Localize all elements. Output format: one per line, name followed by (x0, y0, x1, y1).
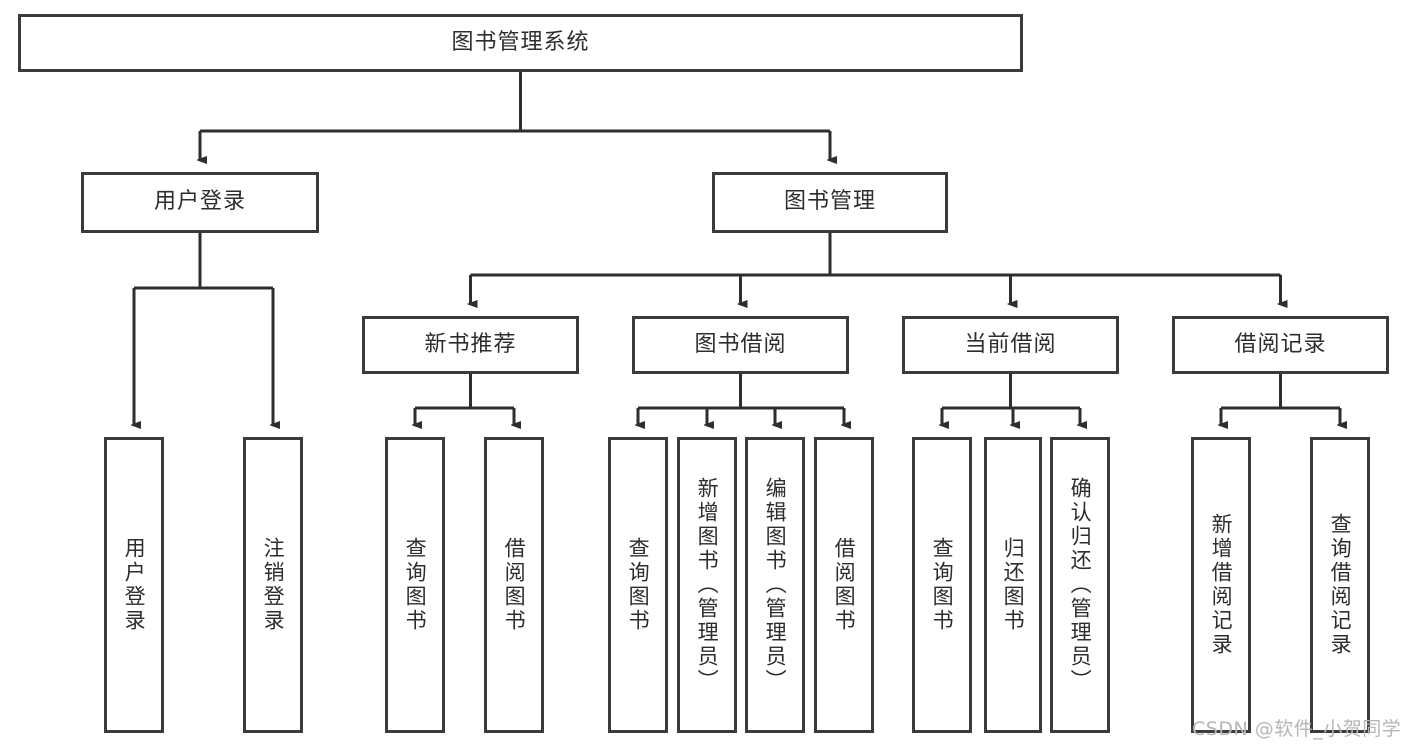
node-label: 新增借阅记录 (1209, 513, 1234, 657)
node-label: 借阅图书 (502, 537, 527, 633)
node-label: 借阅记录 (1234, 331, 1327, 357)
node-label: 用户登录 (122, 537, 147, 633)
leaf-borrow-book-recommend[interactable]: 借阅图书 (484, 437, 544, 733)
node-root-system[interactable]: 图书管理系统 (18, 14, 1023, 72)
node-label: 注销登录 (261, 537, 286, 633)
node-label: 编辑图书（管理员） (763, 477, 788, 693)
node-label: 新书推荐 (424, 331, 517, 357)
node-new-book-recommend[interactable]: 新书推荐 (362, 316, 579, 374)
leaf-return-book[interactable]: 归还图书 (984, 437, 1042, 733)
node-user-login[interactable]: 用户登录 (81, 172, 319, 233)
node-label: 图书借阅 (694, 331, 787, 357)
node-label: 归还图书 (1001, 537, 1026, 633)
node-book-management[interactable]: 图书管理 (712, 172, 948, 233)
node-current-borrow[interactable]: 当前借阅 (902, 316, 1119, 374)
node-label: 查询借阅记录 (1328, 513, 1353, 657)
node-label: 新增图书（管理员） (695, 477, 720, 693)
leaf-query-book-current[interactable]: 查询图书 (912, 437, 972, 733)
node-label: 图书管理系统 (451, 29, 590, 55)
node-label: 查询图书 (930, 537, 955, 633)
node-label: 当前借阅 (964, 331, 1057, 357)
leaf-query-borrow-record[interactable]: 查询借阅记录 (1310, 437, 1370, 733)
leaf-add-borrow-record[interactable]: 新增借阅记录 (1191, 437, 1251, 733)
node-label: 图书管理 (783, 189, 876, 215)
node-label: 查询图书 (403, 537, 428, 633)
node-borrow-record[interactable]: 借阅记录 (1172, 316, 1389, 374)
leaf-edit-book-admin[interactable]: 编辑图书（管理员） (745, 437, 805, 733)
leaf-query-book-recommend[interactable]: 查询图书 (385, 437, 445, 733)
leaf-user-login[interactable]: 用户登录 (104, 437, 164, 733)
leaf-borrow-book[interactable]: 借阅图书 (814, 437, 874, 733)
node-label: 借阅图书 (832, 537, 857, 633)
leaf-logout[interactable]: 注销登录 (243, 437, 303, 733)
leaf-confirm-return-admin[interactable]: 确认归还（管理员） (1050, 437, 1110, 733)
node-label: 用户登录 (153, 189, 246, 215)
leaf-query-book-borrow[interactable]: 查询图书 (608, 437, 668, 733)
node-book-borrow[interactable]: 图书借阅 (632, 316, 849, 374)
node-label: 确认归还（管理员） (1068, 477, 1093, 693)
leaf-add-book-admin[interactable]: 新增图书（管理员） (677, 437, 737, 733)
node-label: 查询图书 (626, 537, 651, 633)
